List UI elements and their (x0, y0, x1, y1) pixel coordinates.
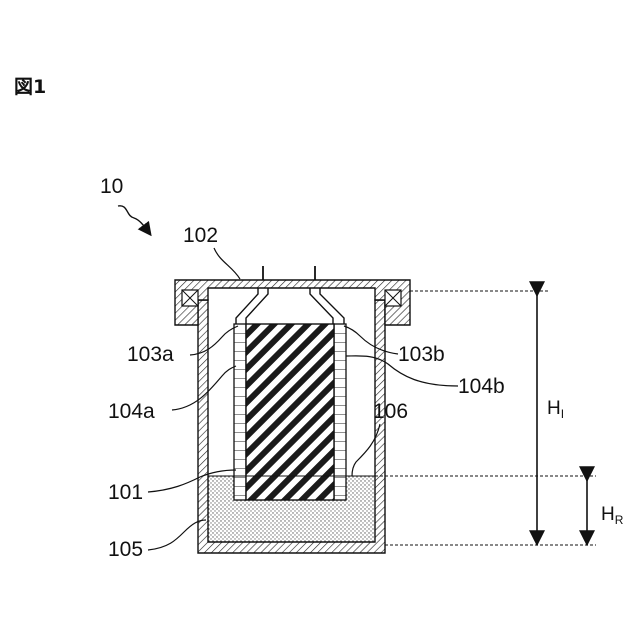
label-liquid-surface: 106 (373, 400, 408, 423)
device-pointer (118, 206, 150, 234)
lead-103b (310, 288, 344, 324)
electrode-104b (334, 324, 346, 500)
label-device: 10 (100, 175, 123, 198)
dimension-label-hr: HR (601, 504, 624, 527)
dimension-label-hi: HI (547, 398, 564, 421)
lead-103a (236, 288, 268, 324)
label-lead-a: 103a (127, 343, 174, 366)
label-electrode-b: 104b (458, 375, 505, 398)
lead-a-leader (190, 326, 238, 355)
core-101 (246, 324, 334, 500)
electrode-104a (234, 324, 246, 500)
label-electrode-a: 104a (108, 400, 155, 423)
lid-leader (214, 248, 240, 279)
label-lid: 102 (183, 224, 218, 247)
lead-b-leader (344, 326, 398, 354)
label-core: 101 (108, 481, 143, 504)
label-lead-b: 103b (398, 343, 445, 366)
label-liquid: 105 (108, 538, 143, 561)
